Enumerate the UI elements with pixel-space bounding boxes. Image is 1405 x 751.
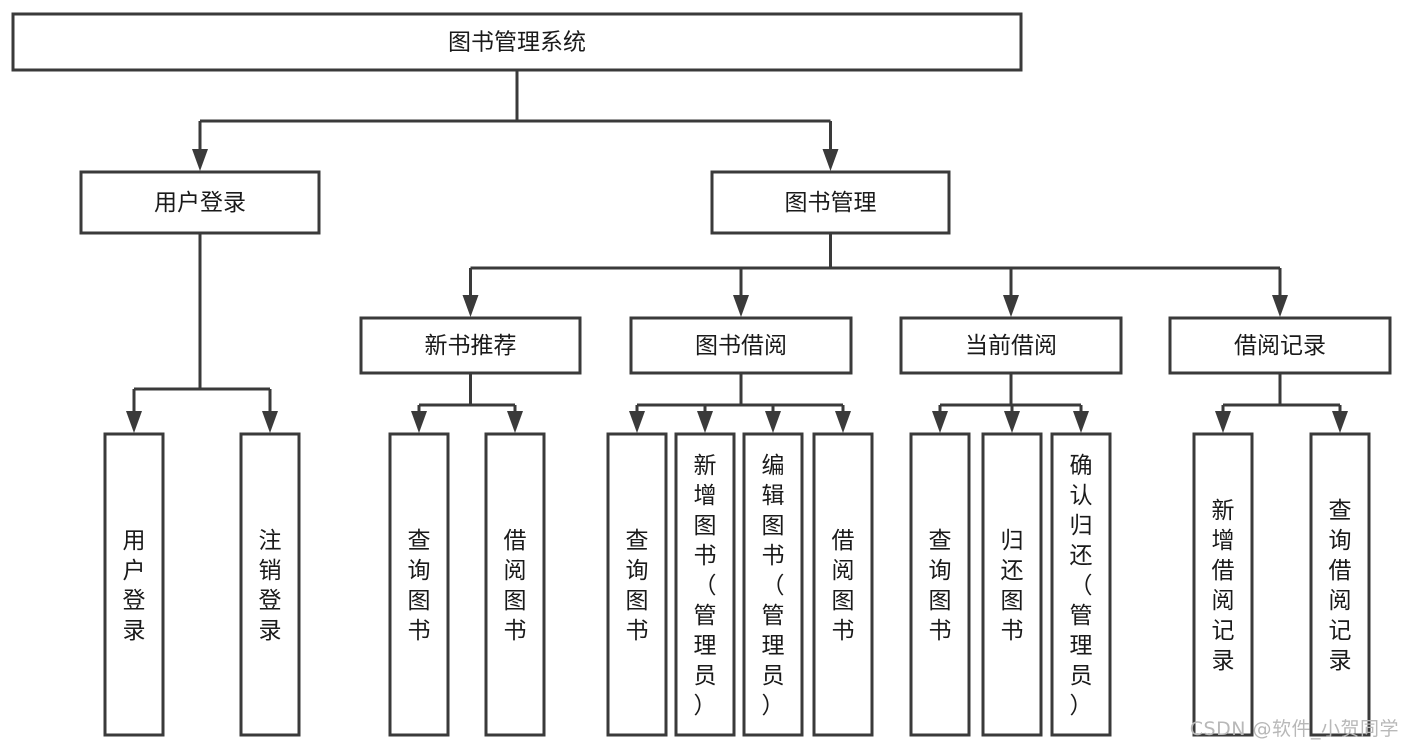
edge-group-borrow-record (1215, 373, 1348, 433)
edge-group-user-login (126, 233, 278, 433)
node-box[interactable] (388, 432, 450, 737)
node-leaf-add-book[interactable]: 新增图书（管理员） (674, 432, 736, 737)
arrow-head-icon (192, 149, 208, 171)
node-label: 借阅图书 (832, 528, 855, 644)
node-label: 借阅记录 (1234, 333, 1326, 359)
node-box[interactable] (1168, 316, 1392, 375)
edge-group-book-borrow (629, 373, 851, 433)
arrow-head-icon (262, 411, 278, 433)
node-label: 当前借阅 (965, 333, 1057, 359)
node-new-book-rec[interactable]: 新书推荐 (359, 316, 582, 375)
arrow-head-icon (697, 411, 713, 433)
arrow-head-icon (1003, 295, 1019, 317)
node-book-borrow[interactable]: 图书借阅 (629, 316, 853, 375)
node-box[interactable] (239, 432, 301, 737)
node-box[interactable] (79, 170, 321, 235)
node-box[interactable] (606, 432, 668, 737)
node-label: 新增借阅记录 (1212, 498, 1235, 674)
node-book-manage[interactable]: 图书管理 (710, 170, 951, 235)
node-label: 编辑图书（管理员） (762, 453, 785, 719)
arrow-head-icon (126, 411, 142, 433)
nodes-layer: 图书管理系统用户登录图书管理新书推荐图书借阅当前借阅借阅记录用户登录注销登录查询… (11, 12, 1392, 737)
arrow-head-icon (411, 411, 427, 433)
node-leaf-query-record[interactable]: 查询借阅记录 (1309, 432, 1371, 737)
node-box[interactable] (103, 432, 165, 737)
node-leaf-user-login[interactable]: 用户登录 (103, 432, 165, 737)
node-leaf-borrow-book-2[interactable]: 借阅图书 (812, 432, 874, 737)
node-box[interactable] (899, 316, 1123, 375)
node-label: 查询借阅记录 (1329, 498, 1352, 674)
node-label: 用户登录 (154, 190, 246, 216)
arrow-head-icon (932, 411, 948, 433)
edge-group-book-manage (462, 233, 1288, 317)
node-leaf-return-book[interactable]: 归还图书 (981, 432, 1043, 737)
node-borrow-record[interactable]: 借阅记录 (1168, 316, 1392, 375)
arrow-head-icon (1004, 411, 1020, 433)
arrow-head-icon (733, 295, 749, 317)
node-label: 注销登录 (259, 528, 282, 644)
node-leaf-logout[interactable]: 注销登录 (239, 432, 301, 737)
node-box[interactable] (1192, 432, 1254, 737)
arrow-head-icon (1272, 295, 1288, 317)
node-label: 归还图书 (1001, 528, 1024, 644)
arrow-head-icon (1215, 411, 1231, 433)
node-label: 查询图书 (408, 528, 431, 644)
node-label: 图书管理 (785, 190, 877, 216)
node-box[interactable] (629, 316, 853, 375)
arrow-head-icon (1332, 411, 1348, 433)
node-leaf-query-book-1[interactable]: 查询图书 (388, 432, 450, 737)
arrow-head-icon (462, 295, 479, 317)
node-box[interactable] (359, 316, 582, 375)
edge-group-root (192, 70, 839, 171)
edge-group-new-book-rec (411, 373, 523, 433)
node-label: 确认归还（管理员） (1070, 453, 1093, 719)
node-box[interactable] (742, 432, 804, 737)
edge-group-current-borrow (932, 373, 1089, 433)
node-label: 新书推荐 (425, 333, 517, 359)
node-label: 借阅图书 (504, 528, 527, 644)
node-box[interactable] (11, 12, 1023, 72)
node-box[interactable] (674, 432, 736, 737)
arrow-head-icon (765, 411, 781, 433)
node-label: 用户登录 (123, 528, 146, 644)
arrow-head-icon (1073, 411, 1089, 433)
node-leaf-query-book-2[interactable]: 查询图书 (606, 432, 668, 737)
node-label: 查询图书 (626, 528, 649, 644)
node-box[interactable] (1050, 432, 1112, 737)
node-box[interactable] (1309, 432, 1371, 737)
node-box[interactable] (981, 432, 1043, 737)
node-label: 图书借阅 (695, 333, 787, 359)
node-leaf-add-record[interactable]: 新增借阅记录 (1192, 432, 1254, 737)
arrow-head-icon (835, 411, 851, 433)
node-root[interactable]: 图书管理系统 (11, 12, 1023, 72)
node-label: 新增图书（管理员） (694, 453, 717, 719)
arrow-head-icon (507, 411, 523, 433)
node-box[interactable] (812, 432, 874, 737)
node-box[interactable] (909, 432, 971, 737)
node-label: 查询图书 (929, 528, 952, 644)
arrow-head-icon (629, 411, 645, 433)
node-leaf-edit-book[interactable]: 编辑图书（管理员） (742, 432, 804, 737)
arrow-head-icon (822, 149, 839, 171)
node-leaf-borrow-book-1[interactable]: 借阅图书 (484, 432, 546, 737)
node-current-borrow[interactable]: 当前借阅 (899, 316, 1123, 375)
node-label: 图书管理系统 (448, 30, 586, 56)
node-leaf-query-book-3[interactable]: 查询图书 (909, 432, 971, 737)
node-leaf-confirm-return[interactable]: 确认归还（管理员） (1050, 432, 1112, 737)
node-box[interactable] (484, 432, 546, 737)
watermark: CSDN @软件_小贺同学 (1189, 718, 1399, 740)
edges-layer (126, 70, 1348, 433)
node-user-login[interactable]: 用户登录 (79, 170, 321, 235)
node-box[interactable] (710, 170, 951, 235)
